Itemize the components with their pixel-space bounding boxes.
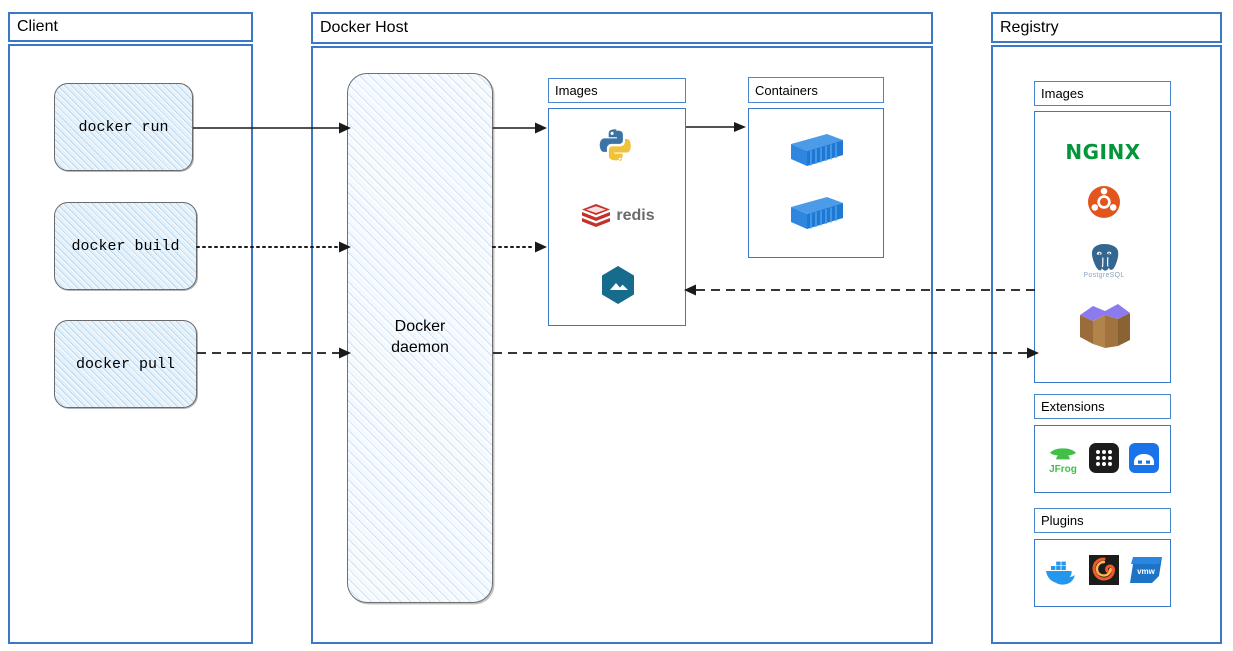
zone-label-client: Client xyxy=(8,12,253,42)
host-containers-label: Containers xyxy=(748,77,884,103)
daemon-label-line2: daemon xyxy=(391,339,449,356)
ubuntu-icon xyxy=(1086,184,1122,220)
redis-label: redis xyxy=(616,207,655,224)
vmware-icon: vmw xyxy=(1126,553,1166,587)
registry-images-label: Images xyxy=(1034,81,1171,106)
command-label: docker run xyxy=(78,118,169,136)
grafana-icon xyxy=(1088,554,1120,586)
registry-plugins-title: Plugins xyxy=(1041,513,1084,528)
zone-title-client: Client xyxy=(17,18,58,35)
daemon-label-line1: Docker xyxy=(394,318,446,336)
svg-text:vmw: vmw xyxy=(1137,567,1156,576)
postgresql-label: PostgreSQL xyxy=(1083,271,1125,279)
shipping-container-icon-1 xyxy=(786,128,846,172)
redis-icon: redis xyxy=(578,200,658,232)
host-images-label: Images xyxy=(548,78,686,103)
grid-apps-icon xyxy=(1088,442,1120,474)
svg-text:JFrog: JFrog xyxy=(1049,464,1077,475)
connector-daemon-to-images-dotted xyxy=(492,237,551,257)
connector-registry-to-images xyxy=(684,280,1036,300)
python-icon xyxy=(594,123,640,169)
zone-label-registry: Registry xyxy=(991,12,1222,43)
command-label: docker build xyxy=(71,237,180,255)
jfrog-icon: JFrog xyxy=(1045,441,1081,477)
blue-disk-icon xyxy=(1128,442,1160,474)
command-label: docker pull xyxy=(75,355,176,373)
host-images-title: Images xyxy=(555,83,598,98)
zone-title-registry: Registry xyxy=(1000,18,1059,36)
shipping-container-icon-2 xyxy=(786,191,846,235)
command-docker-build[interactable]: docker build xyxy=(54,202,197,290)
zone-title-docker-host: Docker Host xyxy=(320,19,409,36)
nginx-label: NGINX xyxy=(1065,140,1141,164)
command-docker-pull[interactable]: docker pull xyxy=(54,320,197,408)
connector-run-to-daemon xyxy=(193,118,355,138)
zone-label-docker-host: Docker Host xyxy=(311,12,933,44)
host-images-body xyxy=(548,108,686,326)
docker-whale-icon xyxy=(1042,555,1080,589)
package-box-icon xyxy=(1076,300,1134,352)
nginx-icon: NGINX xyxy=(1048,137,1158,167)
postgresql-icon: PostgreSQL xyxy=(1078,238,1130,282)
host-containers-title: Containers xyxy=(755,82,818,98)
registry-plugins-label: Plugins xyxy=(1034,508,1171,533)
connector-pull-to-daemon xyxy=(197,343,355,363)
connector-images-to-containers xyxy=(686,117,750,137)
connector-daemon-to-registry xyxy=(493,343,1041,363)
alpine-icon xyxy=(595,262,641,308)
command-docker-run[interactable]: docker run xyxy=(54,83,193,171)
docker-daemon-box[interactable]: Docker daemon xyxy=(347,73,493,603)
registry-extensions-title: Extensions xyxy=(1041,399,1105,414)
connector-daemon-to-images xyxy=(493,118,551,138)
connector-build-to-daemon xyxy=(196,237,355,257)
host-containers-body xyxy=(748,108,884,258)
registry-extensions-label: Extensions xyxy=(1034,394,1171,419)
registry-images-title: Images xyxy=(1041,86,1084,101)
